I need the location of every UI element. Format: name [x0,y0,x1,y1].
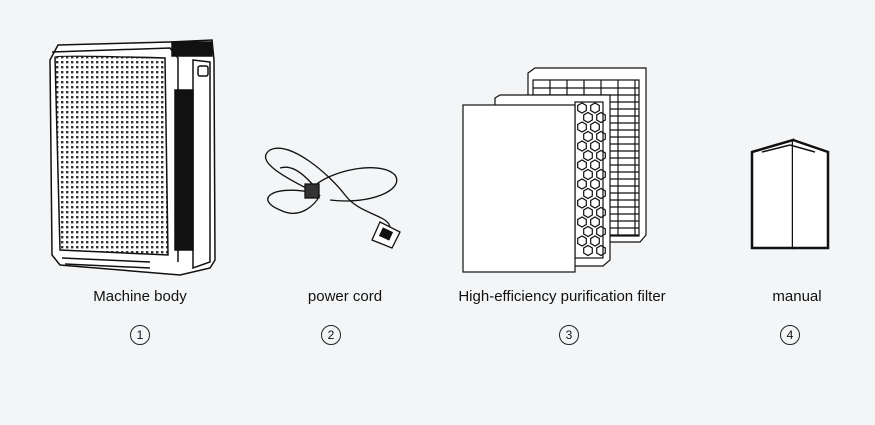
item-number-1: 1 [130,325,150,345]
filter-label: High-efficiency purification filter [458,288,666,305]
machine-body-illustration [49,39,216,276]
machine-body-label: Machine body [93,288,187,305]
manual-label: manual [772,288,822,305]
filter-illustration [462,67,647,273]
power-cord-illustration [264,147,401,249]
item-number-2: 2 [321,325,341,345]
manual-illustration [750,138,830,250]
power-cord-label: power cord [307,288,383,305]
item-number-3: 3 [559,325,579,345]
item-number-4: 4 [780,325,800,345]
